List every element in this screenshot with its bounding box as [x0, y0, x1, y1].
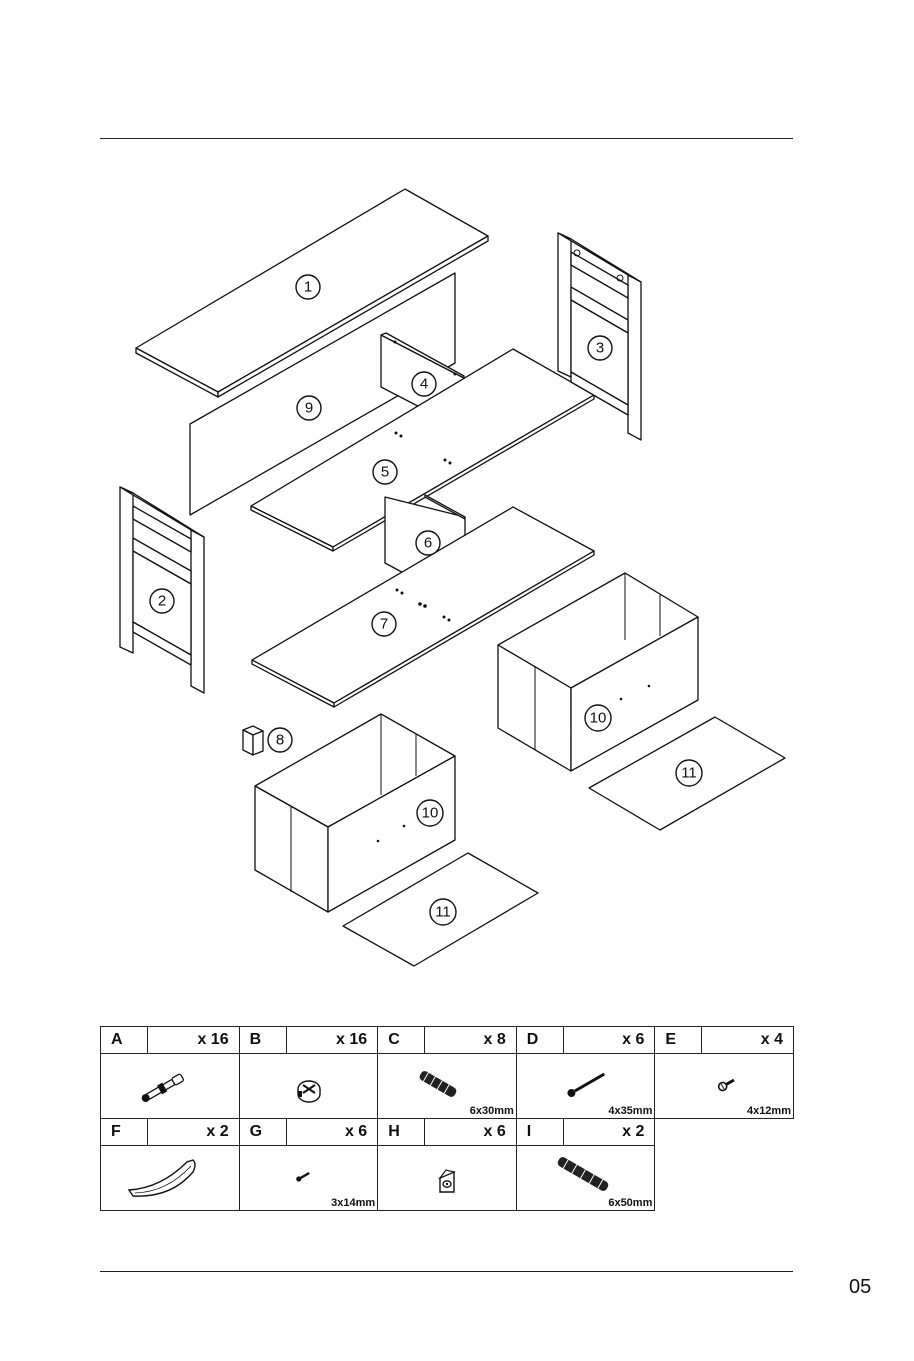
- hardware-letter: I: [516, 1119, 563, 1146]
- part-label-6: 6: [416, 531, 440, 555]
- hardware-cell-a: [101, 1054, 240, 1119]
- exploded-assembly-diagram: 1 2 3 4 5 6 7 8 9 10 10 11 11: [0, 150, 914, 990]
- hardware-size: 3x14mm: [331, 1197, 375, 1209]
- part-label-5: 5: [373, 460, 397, 484]
- part-label-10-left: 10: [417, 800, 443, 826]
- part-8-foot: [243, 726, 263, 755]
- svg-text:11: 11: [681, 765, 697, 782]
- hardware-quantity: x 4: [702, 1027, 794, 1054]
- part-label-2: 2: [150, 589, 174, 613]
- empty-cell: [655, 1146, 794, 1211]
- svg-text:10: 10: [422, 805, 439, 822]
- part-label-8: 8: [268, 728, 292, 752]
- part-label-11-right: 11: [676, 760, 702, 786]
- svg-text:11: 11: [435, 904, 451, 921]
- part-label-9: 9: [297, 396, 321, 420]
- cam-bolt-icon: [101, 1054, 239, 1118]
- hardware-quantity: x 2: [563, 1119, 655, 1146]
- hardware-quantity: x 16: [286, 1027, 378, 1054]
- hardware-cell-e: 4x12mm: [655, 1054, 794, 1119]
- empty-cell: [655, 1119, 794, 1146]
- hardware-image-row: 6x30mm 4x35mm 4x12mm: [101, 1054, 794, 1119]
- part-label-7: 7: [372, 612, 396, 636]
- hardware-letter: A: [101, 1027, 148, 1054]
- hardware-size: 6x50mm: [608, 1197, 652, 1209]
- hardware-cell-f: [101, 1146, 240, 1211]
- svg-text:9: 9: [305, 400, 313, 417]
- hardware-size: 4x12mm: [747, 1105, 791, 1117]
- svg-text:8: 8: [276, 732, 284, 749]
- hardware-quantity: x 6: [563, 1027, 655, 1054]
- svg-text:4: 4: [420, 376, 428, 393]
- svg-text:2: 2: [158, 593, 166, 610]
- part-label-3: 3: [588, 336, 612, 360]
- hardware-table: A x 16 B x 16 C x 8 D x 6 E x 4: [100, 1026, 794, 1211]
- hardware-size: 4x35mm: [608, 1105, 652, 1117]
- header-rule: [100, 138, 793, 139]
- hardware-quantity: x 6: [286, 1119, 378, 1146]
- handle-icon: [101, 1146, 239, 1210]
- svg-text:1: 1: [304, 279, 312, 296]
- hardware-cell-h: [378, 1146, 517, 1211]
- hardware-letter: G: [239, 1119, 286, 1146]
- part-label-4: 4: [412, 372, 436, 396]
- page-number: 05: [849, 1276, 871, 1299]
- hardware-header-row: F x 2 G x 6 H x 6 I x 2: [101, 1119, 794, 1146]
- hardware-quantity: x 2: [148, 1119, 240, 1146]
- svg-text:7: 7: [380, 616, 388, 633]
- part-label-1: 1: [296, 275, 320, 299]
- hardware-letter: H: [378, 1119, 425, 1146]
- svg-text:3: 3: [596, 340, 604, 357]
- hardware-size: 6x30mm: [470, 1105, 514, 1117]
- hardware-letter: C: [378, 1027, 425, 1054]
- part-label-10-right: 10: [585, 705, 611, 731]
- hardware-header-row: A x 16 B x 16 C x 8 D x 6 E x 4: [101, 1027, 794, 1054]
- hardware-letter: E: [655, 1027, 702, 1054]
- cam-lock-icon: [240, 1054, 378, 1118]
- hardware-letter: B: [239, 1027, 286, 1054]
- hardware-letter: F: [101, 1119, 148, 1146]
- hardware-cell-i: 6x50mm: [516, 1146, 655, 1211]
- footer-rule: [100, 1271, 793, 1272]
- hardware-cell-d: 4x35mm: [516, 1054, 655, 1119]
- bracket-icon: [378, 1146, 516, 1210]
- part-10-drawer-box-right: [498, 573, 698, 771]
- hardware-quantity: x 8: [425, 1027, 517, 1054]
- hardware-quantity: x 6: [425, 1119, 517, 1146]
- svg-text:10: 10: [590, 710, 607, 727]
- svg-text:6: 6: [424, 535, 432, 552]
- hardware-cell-c: 6x30mm: [378, 1054, 517, 1119]
- hardware-letter: D: [516, 1027, 563, 1054]
- hardware-image-row: 3x14mm 6x50mm: [101, 1146, 794, 1211]
- part-label-11-left: 11: [430, 899, 456, 925]
- hardware-quantity: x 16: [148, 1027, 240, 1054]
- hardware-cell-b: [239, 1054, 378, 1119]
- svg-text:5: 5: [381, 464, 389, 481]
- hardware-cell-g: 3x14mm: [239, 1146, 378, 1211]
